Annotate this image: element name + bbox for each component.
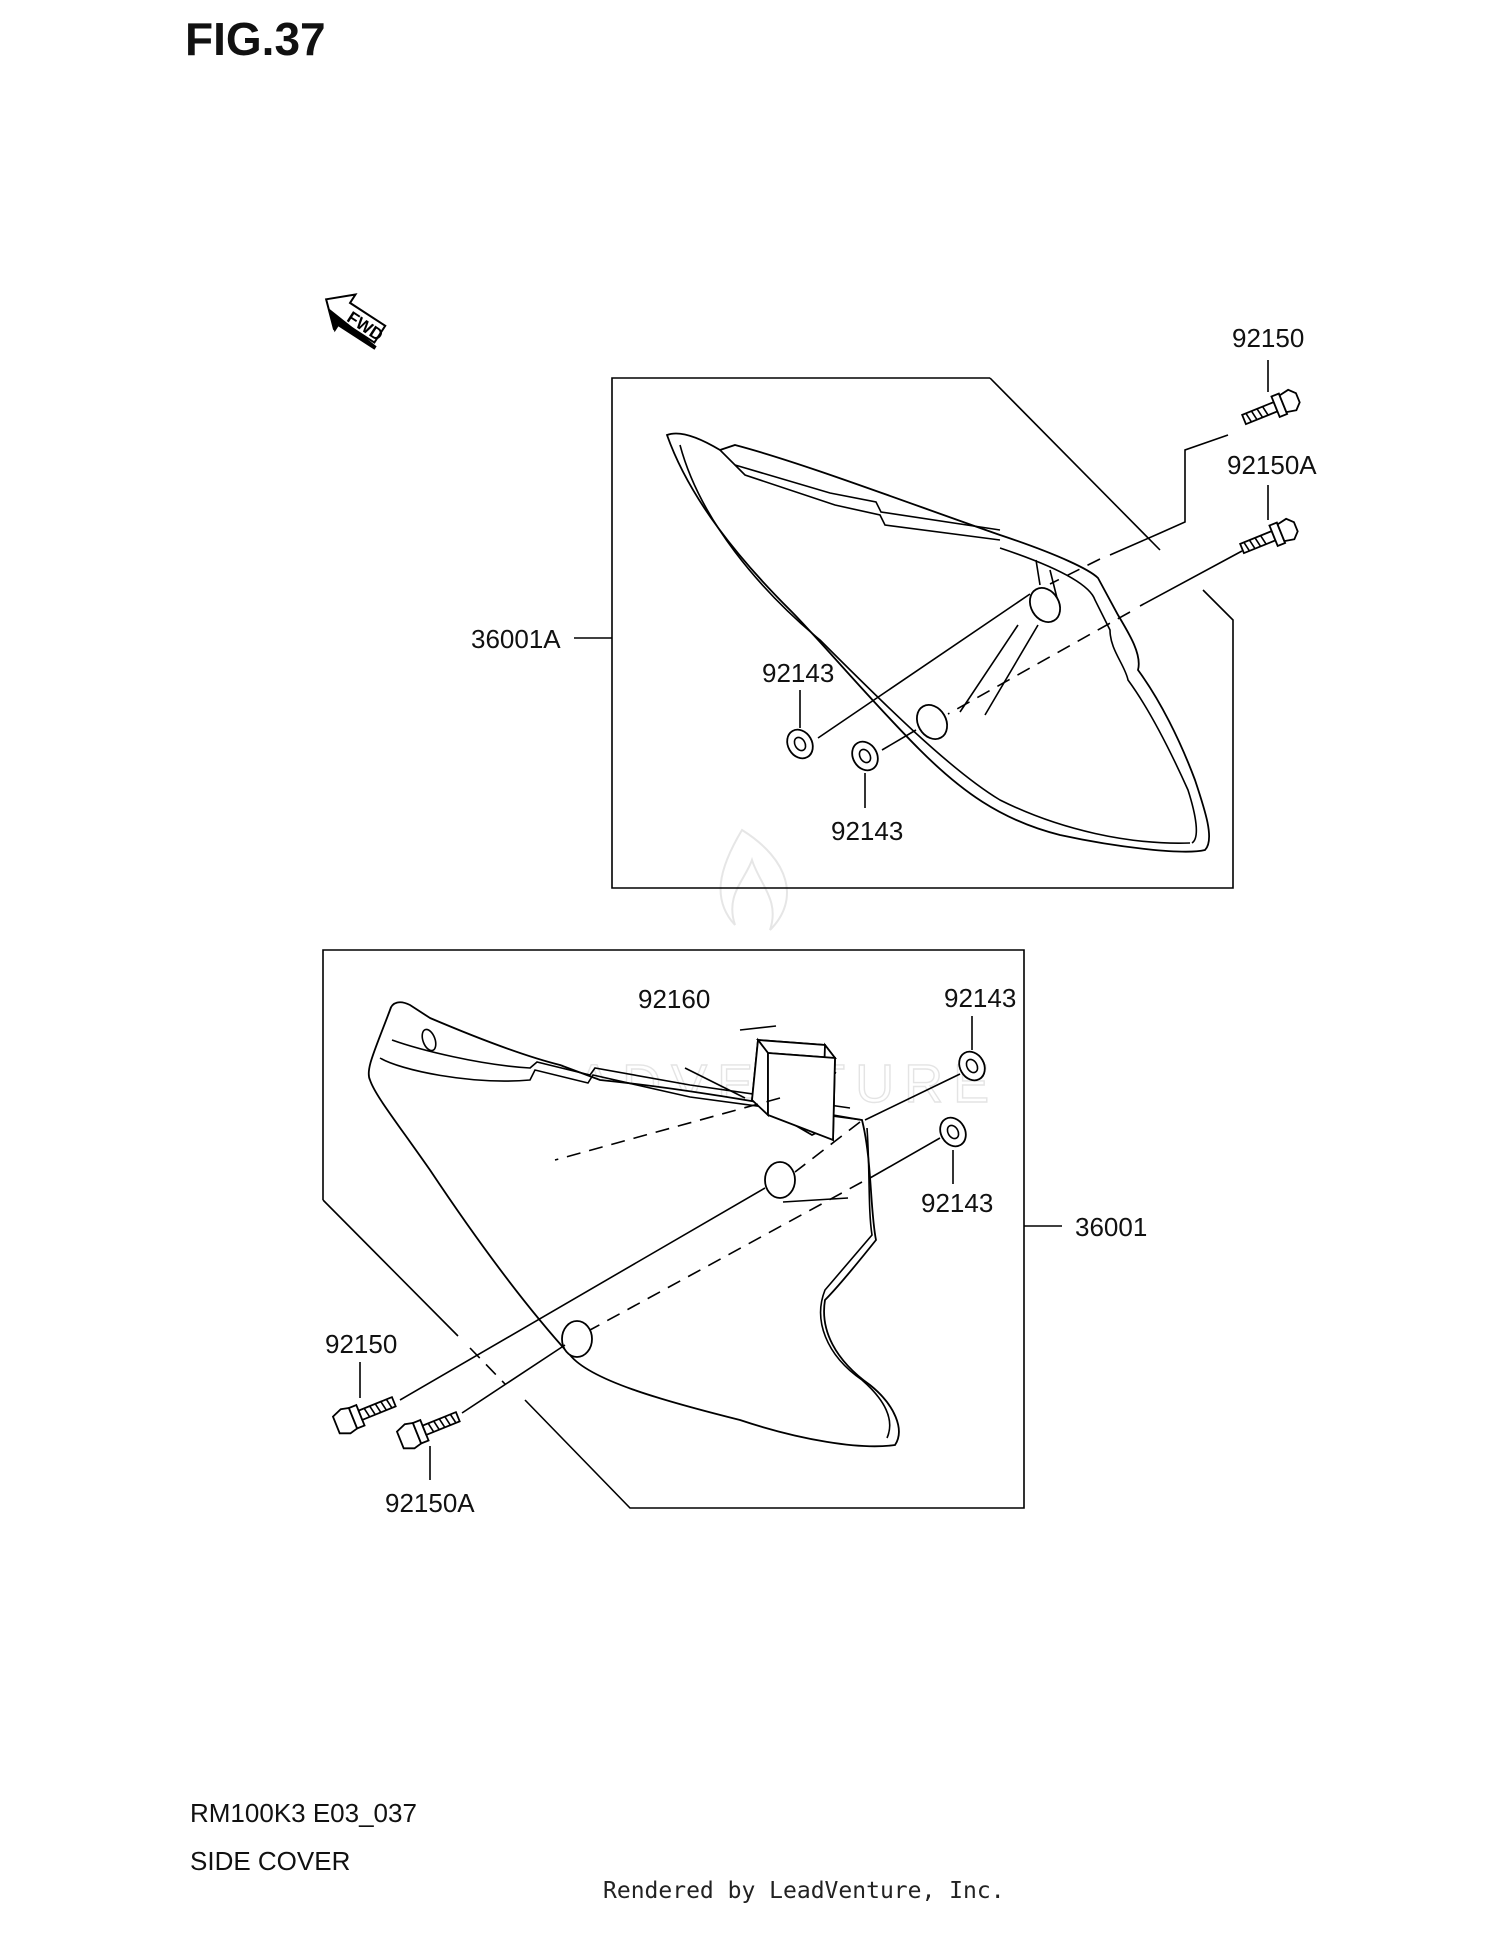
figure-title: FIG.37 bbox=[185, 13, 326, 65]
section-name: SIDE COVER bbox=[190, 1846, 350, 1876]
bolt-92150a-upper bbox=[1238, 517, 1299, 555]
part-label-92143-lower-1: 92143 bbox=[944, 983, 1016, 1013]
bolt-92150a-lower bbox=[395, 1410, 461, 1450]
part-label-36001: 36001 bbox=[1075, 1212, 1147, 1242]
part-label-92143-upper-1: 92143 bbox=[762, 658, 834, 688]
part-label-92150-upper: 92150 bbox=[1232, 323, 1304, 353]
watermark-flame-icon bbox=[719, 828, 788, 931]
lower-group-frame bbox=[322, 949, 1025, 1509]
grommet-92143-upper-2 bbox=[851, 740, 879, 772]
grommet-92143-lower-2 bbox=[939, 1116, 967, 1148]
lower-axis-line-2 bbox=[869, 1137, 941, 1179]
part-label-92150a-upper: 92150A bbox=[1227, 450, 1317, 480]
upper-frame-diagonal bbox=[989, 377, 1161, 551]
model-code: RM100K3 E03_037 bbox=[190, 1798, 417, 1828]
upper-axis-line-1 bbox=[817, 593, 1031, 739]
grommet-92143-lower-1 bbox=[958, 1050, 986, 1082]
part-label-92143-upper-2: 92143 bbox=[831, 816, 903, 846]
lower-frame-diagonal bbox=[322, 1199, 459, 1337]
lower-axis-line-1 bbox=[864, 1073, 961, 1121]
emblem-leader bbox=[739, 1025, 777, 1031]
fwd-direction-arrow: FWD bbox=[324, 293, 387, 350]
upper-leader-92150 bbox=[1109, 434, 1229, 556]
part-label-36001a: 36001A bbox=[471, 624, 561, 654]
upper-group-frame bbox=[611, 377, 1234, 889]
part-label-92150a-lower: 92150A bbox=[385, 1488, 475, 1518]
part-label-92143-lower-2: 92143 bbox=[921, 1188, 993, 1218]
emblem-92160 bbox=[751, 1037, 837, 1142]
render-credit: Rendered by LeadVenture, Inc. bbox=[603, 1878, 1005, 1904]
upper-group: 92150 92150A 36001A 92143 92143 bbox=[471, 323, 1317, 889]
upper-axis-line-2 bbox=[1139, 550, 1243, 607]
part-label-92160: 92160 bbox=[638, 984, 710, 1014]
bolt-92150-upper bbox=[1240, 388, 1301, 426]
grommet-92143-upper-1 bbox=[786, 728, 814, 760]
part-label-92150-lower: 92150 bbox=[325, 1329, 397, 1359]
lower-group: 92160 92143 92143 36001 92150 92150A bbox=[322, 949, 1147, 1518]
side-cover-upper bbox=[665, 432, 1210, 853]
bolt-92150-lower bbox=[331, 1395, 397, 1435]
